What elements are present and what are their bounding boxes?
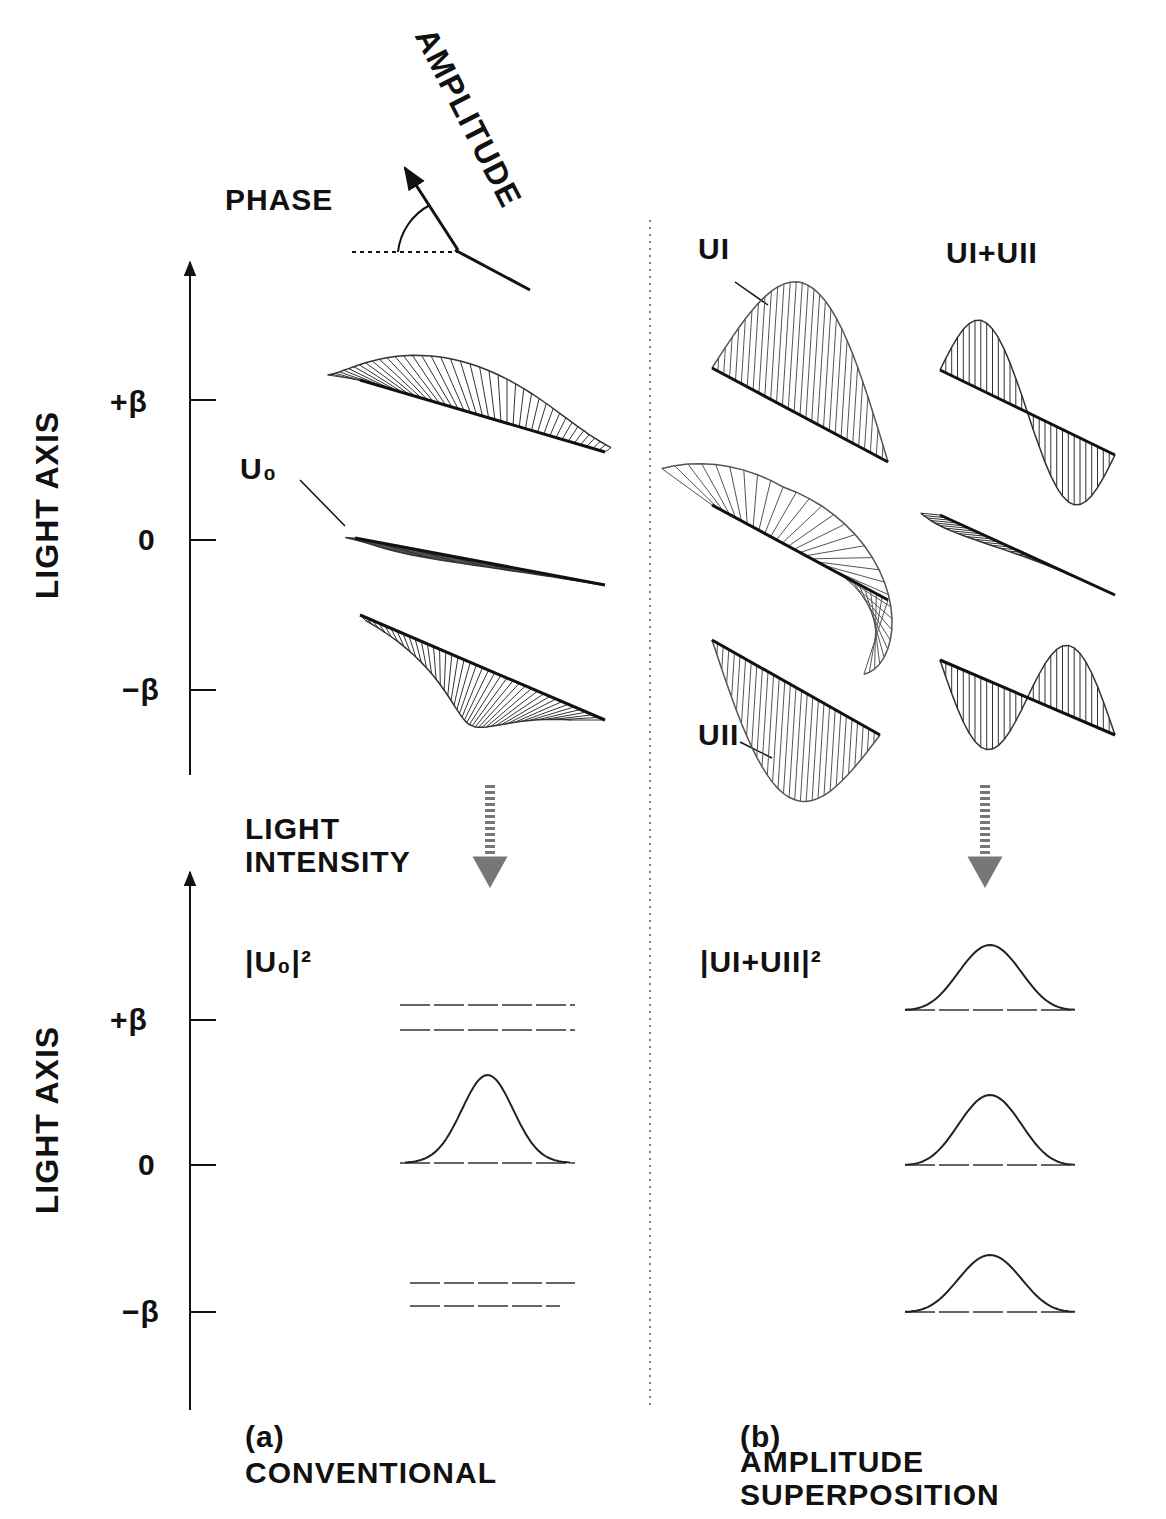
wavefront-strokes: [662, 464, 892, 675]
tick: [190, 399, 216, 401]
phase-arc: [398, 205, 430, 252]
label: −β: [122, 1295, 160, 1328]
wavefront-strokes: [940, 645, 1115, 749]
tick: [190, 689, 216, 691]
intensity-curve: [905, 1095, 1075, 1165]
label: LIGHT AXIS: [30, 1026, 65, 1214]
tick: [190, 1164, 216, 1166]
light-axis-line: [940, 515, 1115, 595]
label: CONVENTIONAL: [245, 1456, 497, 1489]
leader-line: [300, 480, 345, 526]
wavefront-strokes: [940, 320, 1115, 505]
separator: [649, 220, 651, 1410]
amplitude-arrow: [405, 168, 458, 250]
tick: [190, 1019, 216, 1021]
label: UI: [698, 232, 730, 265]
label: −β: [122, 673, 160, 706]
wavefront-strokes: [345, 537, 605, 585]
light-axis-line: [360, 615, 605, 720]
light-axis-line: [355, 538, 605, 585]
axis: [189, 872, 191, 1410]
label: LIGHT INTENSITY: [245, 812, 445, 878]
label: PHASE: [225, 183, 333, 216]
light-axis-line: [712, 368, 888, 462]
wavefront-strokes: [712, 282, 888, 462]
label: 0: [138, 1148, 156, 1181]
light-axis-line: [940, 660, 1115, 735]
wavefront-strokes: [921, 513, 1115, 595]
axis: [189, 262, 191, 775]
phase-reference: [352, 251, 460, 253]
label: |U₀|²: [245, 945, 312, 978]
label: 0: [138, 523, 156, 556]
label: +β: [110, 385, 148, 418]
down-arrow: [475, 785, 1000, 885]
intensity-curve: [905, 945, 1075, 1010]
wavefront-strokes: [328, 355, 611, 452]
intensity-curve: [905, 1255, 1075, 1312]
tick: [190, 1311, 216, 1313]
light-axis-line: [712, 505, 888, 600]
label: AMPLITUDE: [408, 23, 528, 213]
light-axis-line: [940, 370, 1115, 455]
label: AMPLITUDE SUPERPOSITION: [740, 1445, 1000, 1511]
intensity-baseline: [400, 1005, 1075, 1312]
wavefront-strokes: [360, 615, 605, 727]
label: LIGHT AXIS: [30, 411, 65, 599]
phasor-base: [455, 250, 530, 290]
label: |UI+UII|²: [700, 945, 822, 978]
label: UII: [698, 718, 739, 751]
tick: [190, 539, 216, 541]
label: (a): [245, 1420, 285, 1453]
label: +β: [110, 1003, 148, 1036]
label: UI+UII: [946, 236, 1038, 269]
intensity-curve: [405, 1075, 570, 1163]
leader-line: [735, 282, 768, 305]
label: U₀: [240, 452, 277, 485]
light-axis-line: [360, 380, 605, 452]
